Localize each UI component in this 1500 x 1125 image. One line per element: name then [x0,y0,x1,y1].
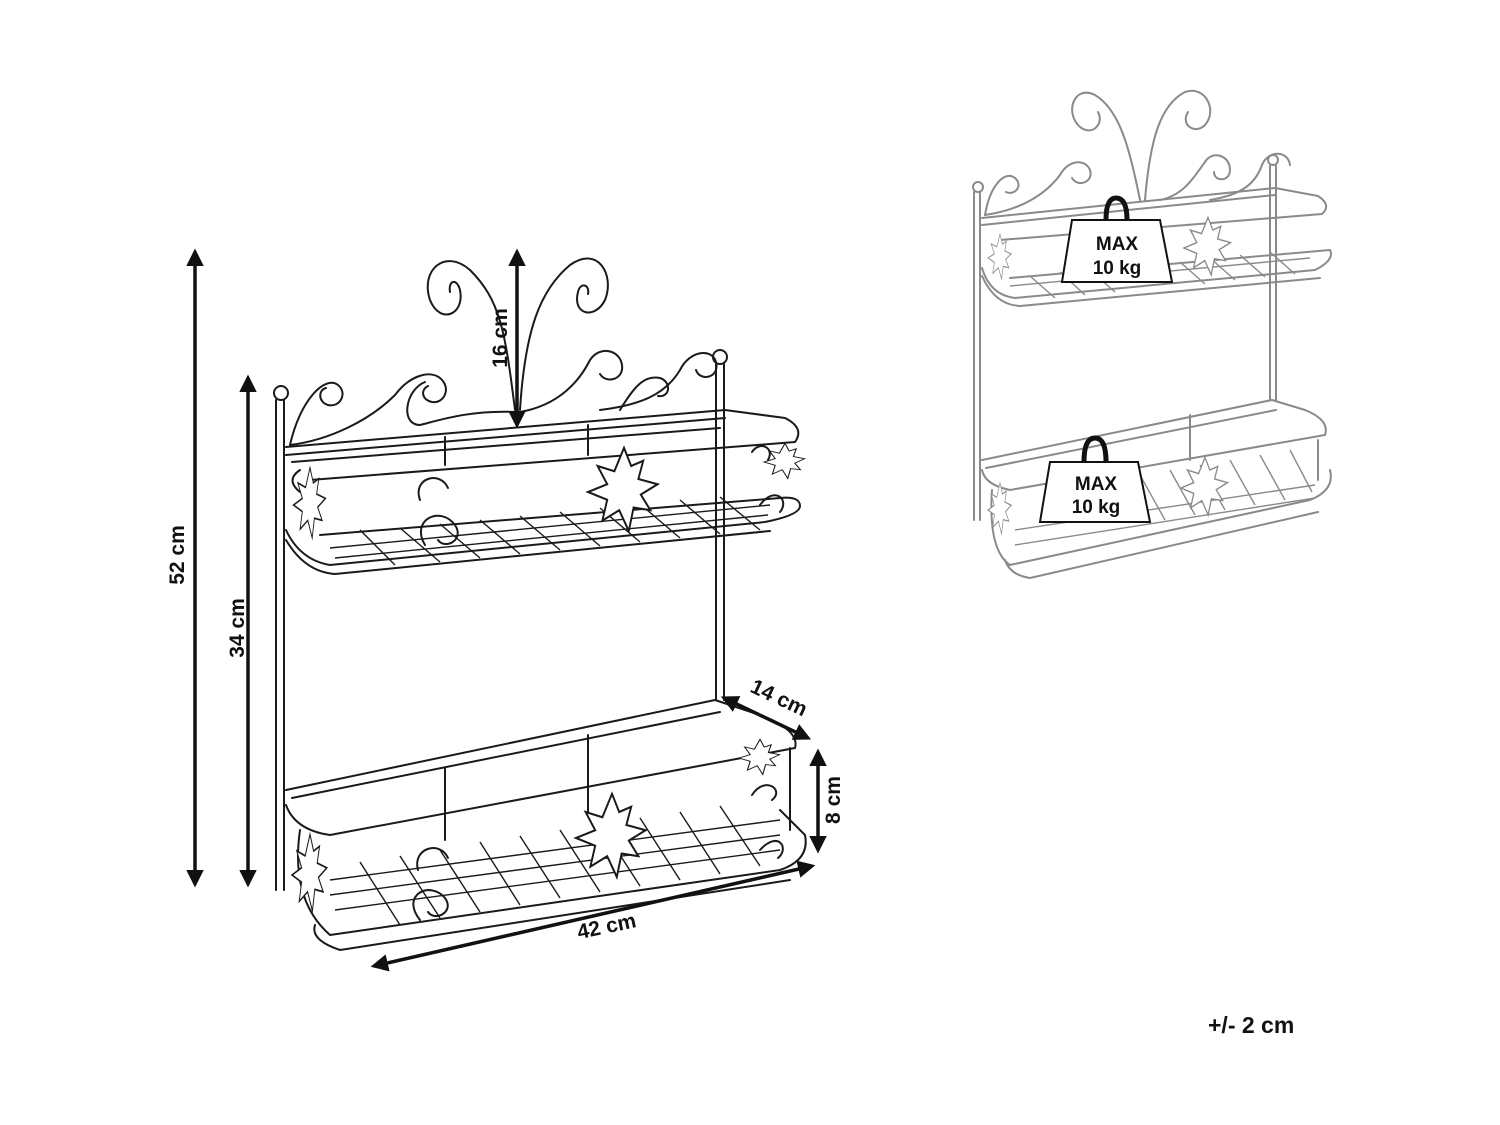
wall-shelf-drawing [273,257,807,951]
label-shelf-height: 8 cm [822,776,845,824]
weight-lower-line2: 10 kg [1072,497,1121,518]
arrow-depth [720,696,812,740]
load-capacity-drawing [972,89,1332,579]
arrow-width [370,860,816,972]
dimension-arrows [186,248,827,972]
weight-lower-line1: MAX [1075,474,1118,495]
label-frame-height: 34 cm [226,598,249,658]
label-total-height: 52 cm [166,525,189,585]
label-width: 42 cm [575,909,638,944]
weight-lower: MAX 10 kg [1038,435,1152,523]
tolerance-note: +/- 2 cm [1208,1012,1295,1038]
label-crest-height: 16 cm [489,308,512,368]
weight-upper: MAX 10 kg [1060,195,1174,283]
weight-upper-line1: MAX [1096,234,1139,255]
weight-upper-line2: 10 kg [1093,258,1142,279]
